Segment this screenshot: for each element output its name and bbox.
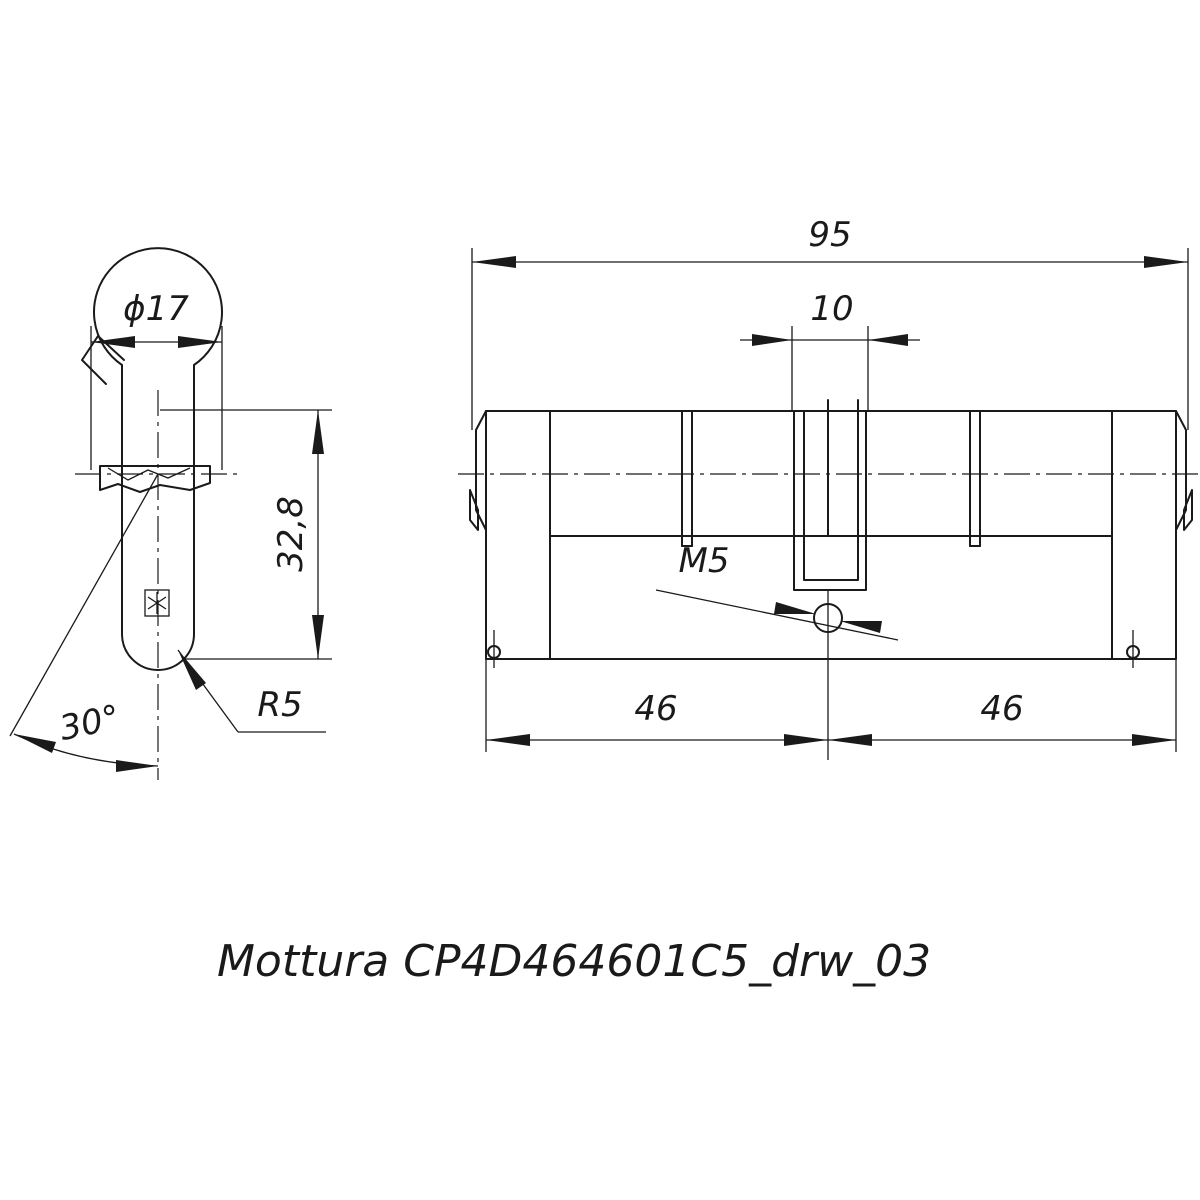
height-dimension: 32,8 bbox=[160, 409, 332, 660]
cam-width-label: 10 bbox=[810, 289, 853, 329]
radius-label: R5 bbox=[257, 685, 302, 725]
radius-dimension: R5 bbox=[177, 649, 326, 733]
cam-lever bbox=[81, 335, 125, 385]
brand-mark-icon bbox=[144, 589, 170, 617]
height-label: 32,8 bbox=[271, 496, 311, 572]
side-view bbox=[458, 399, 1198, 760]
diameter-label: ϕ17 bbox=[123, 289, 189, 329]
drawing-caption: Mottura CP4D464601C5_drw_03 bbox=[217, 936, 931, 987]
total-length-dimension: 95 bbox=[471, 215, 1189, 430]
cam bbox=[793, 410, 867, 591]
angle-dimension: 30° bbox=[9, 473, 159, 772]
angle-label: 30° bbox=[56, 697, 123, 749]
diameter-dimension: ϕ17 bbox=[90, 289, 223, 470]
thread-label: M5 bbox=[679, 541, 730, 581]
keyway-wards bbox=[107, 467, 191, 481]
left-end-cap bbox=[485, 410, 551, 660]
total-length-label: 95 bbox=[808, 215, 851, 255]
cam-width-dimension: 10 bbox=[740, 289, 920, 411]
thread-callout: M5 bbox=[655, 541, 899, 641]
keyway-slot bbox=[99, 465, 211, 493]
right-length-label: 46 bbox=[980, 689, 1023, 729]
left-length-label: 46 bbox=[634, 689, 677, 729]
bottom-dimensions: 46 46 bbox=[485, 659, 1177, 752]
end-view bbox=[75, 247, 238, 780]
cylinder-profile-outline bbox=[93, 247, 223, 671]
right-end-cap bbox=[1111, 410, 1177, 660]
